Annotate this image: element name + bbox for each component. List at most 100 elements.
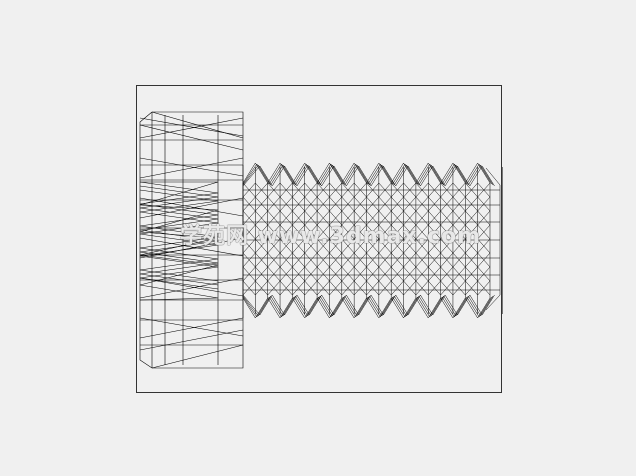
thread-mesh bbox=[292, 238, 305, 254]
thread-mesh bbox=[242, 252, 256, 268]
thread-mesh bbox=[353, 210, 367, 226]
thread-mesh bbox=[391, 224, 404, 240]
thread-mesh bbox=[316, 252, 330, 268]
thread-mesh bbox=[279, 196, 293, 212]
thread-mesh bbox=[440, 238, 454, 254]
thread-mesh bbox=[316, 280, 330, 296]
thread-mesh bbox=[465, 238, 478, 254]
thread-mesh bbox=[391, 266, 404, 282]
thread-mesh bbox=[366, 280, 380, 296]
thread-mesh bbox=[267, 196, 281, 212]
thread-mesh bbox=[378, 238, 392, 254]
thread-mesh bbox=[440, 252, 454, 268]
thread-mesh bbox=[465, 252, 478, 268]
thread-mesh bbox=[242, 224, 256, 240]
thread-mesh bbox=[403, 224, 417, 240]
head-facet bbox=[139, 117, 244, 139]
knurl-ridge bbox=[139, 185, 219, 286]
thread-mesh bbox=[279, 224, 293, 240]
thread-mesh bbox=[452, 252, 466, 268]
thread-mesh bbox=[279, 210, 293, 226]
thread-mesh bbox=[403, 210, 417, 226]
thread-profile-bottom bbox=[242, 294, 495, 316]
thread-mesh bbox=[378, 196, 392, 212]
thread-mesh bbox=[316, 196, 330, 212]
thread-mesh bbox=[391, 280, 404, 296]
thread-mesh bbox=[329, 280, 342, 296]
thread-mesh bbox=[267, 210, 281, 226]
thread-mesh bbox=[378, 210, 392, 226]
thread-mesh bbox=[341, 280, 355, 296]
thread-mesh bbox=[341, 210, 355, 226]
thread-mesh bbox=[403, 252, 417, 268]
head-facet bbox=[139, 157, 244, 177]
head-facet bbox=[151, 111, 244, 139]
thread-mesh bbox=[304, 238, 318, 254]
head-facet bbox=[139, 237, 244, 257]
thread-mesh bbox=[242, 238, 256, 254]
thread-profile-bottom bbox=[242, 295, 494, 317]
thread-mesh bbox=[366, 210, 380, 226]
thread-mesh bbox=[329, 196, 342, 212]
thread-mesh bbox=[391, 252, 404, 268]
thread-mesh bbox=[452, 238, 466, 254]
thread-mesh bbox=[465, 210, 478, 226]
thread-mesh bbox=[452, 224, 466, 240]
thread-mesh bbox=[477, 266, 491, 282]
head-facet bbox=[151, 344, 244, 369]
thread-mesh bbox=[255, 196, 268, 212]
thread-mesh bbox=[292, 266, 305, 282]
thread-mesh bbox=[279, 238, 293, 254]
thread-mesh bbox=[353, 196, 367, 212]
head-facet bbox=[139, 277, 244, 297]
thread-mesh bbox=[378, 224, 392, 240]
thread-mesh bbox=[292, 196, 305, 212]
thread-mesh bbox=[304, 280, 318, 296]
thread-mesh bbox=[353, 224, 367, 240]
thread-mesh bbox=[465, 280, 478, 296]
head-facet bbox=[139, 317, 244, 339]
thread-mesh bbox=[428, 224, 441, 240]
knurl-ridge bbox=[139, 181, 219, 301]
thread-mesh bbox=[366, 196, 380, 212]
head-facet bbox=[139, 329, 244, 351]
thread-mesh bbox=[316, 210, 330, 226]
thread-profile-top bbox=[242, 164, 494, 186]
knurl-ridge bbox=[139, 181, 219, 282]
thread-mesh bbox=[304, 196, 318, 212]
thread-mesh bbox=[242, 280, 256, 296]
head-facet bbox=[139, 317, 244, 337]
thread-mesh bbox=[477, 196, 491, 212]
thread-mesh bbox=[452, 266, 466, 282]
thread-mesh bbox=[366, 266, 380, 282]
thread-mesh bbox=[242, 266, 256, 282]
thread-mesh bbox=[316, 238, 330, 254]
thread-mesh bbox=[304, 210, 318, 226]
thread-mesh bbox=[403, 238, 417, 254]
thread-mesh bbox=[477, 280, 491, 296]
thread-mesh bbox=[304, 252, 318, 268]
thread-mesh bbox=[353, 238, 367, 254]
head-facet bbox=[139, 124, 244, 151]
thread-mesh bbox=[428, 266, 441, 282]
thread-mesh bbox=[477, 210, 491, 226]
thread-mesh bbox=[279, 266, 293, 282]
thread-profile-top bbox=[242, 163, 492, 185]
thread-mesh bbox=[378, 266, 392, 282]
thread-mesh bbox=[267, 252, 281, 268]
head-facet bbox=[139, 157, 244, 179]
head-outline bbox=[139, 111, 244, 369]
thread-mesh bbox=[428, 238, 441, 254]
thread-mesh bbox=[242, 210, 256, 226]
thread-mesh bbox=[391, 196, 404, 212]
thread-mesh bbox=[415, 196, 429, 212]
model-viewport[interactable] bbox=[136, 85, 502, 393]
head-facet bbox=[139, 277, 244, 299]
thread-mesh bbox=[428, 252, 441, 268]
thread-mesh bbox=[242, 196, 256, 212]
thread-mesh bbox=[292, 224, 305, 240]
thread-mesh bbox=[329, 224, 342, 240]
thread-mesh bbox=[304, 266, 318, 282]
thread-mesh bbox=[378, 280, 392, 296]
thread-mesh bbox=[267, 280, 281, 296]
